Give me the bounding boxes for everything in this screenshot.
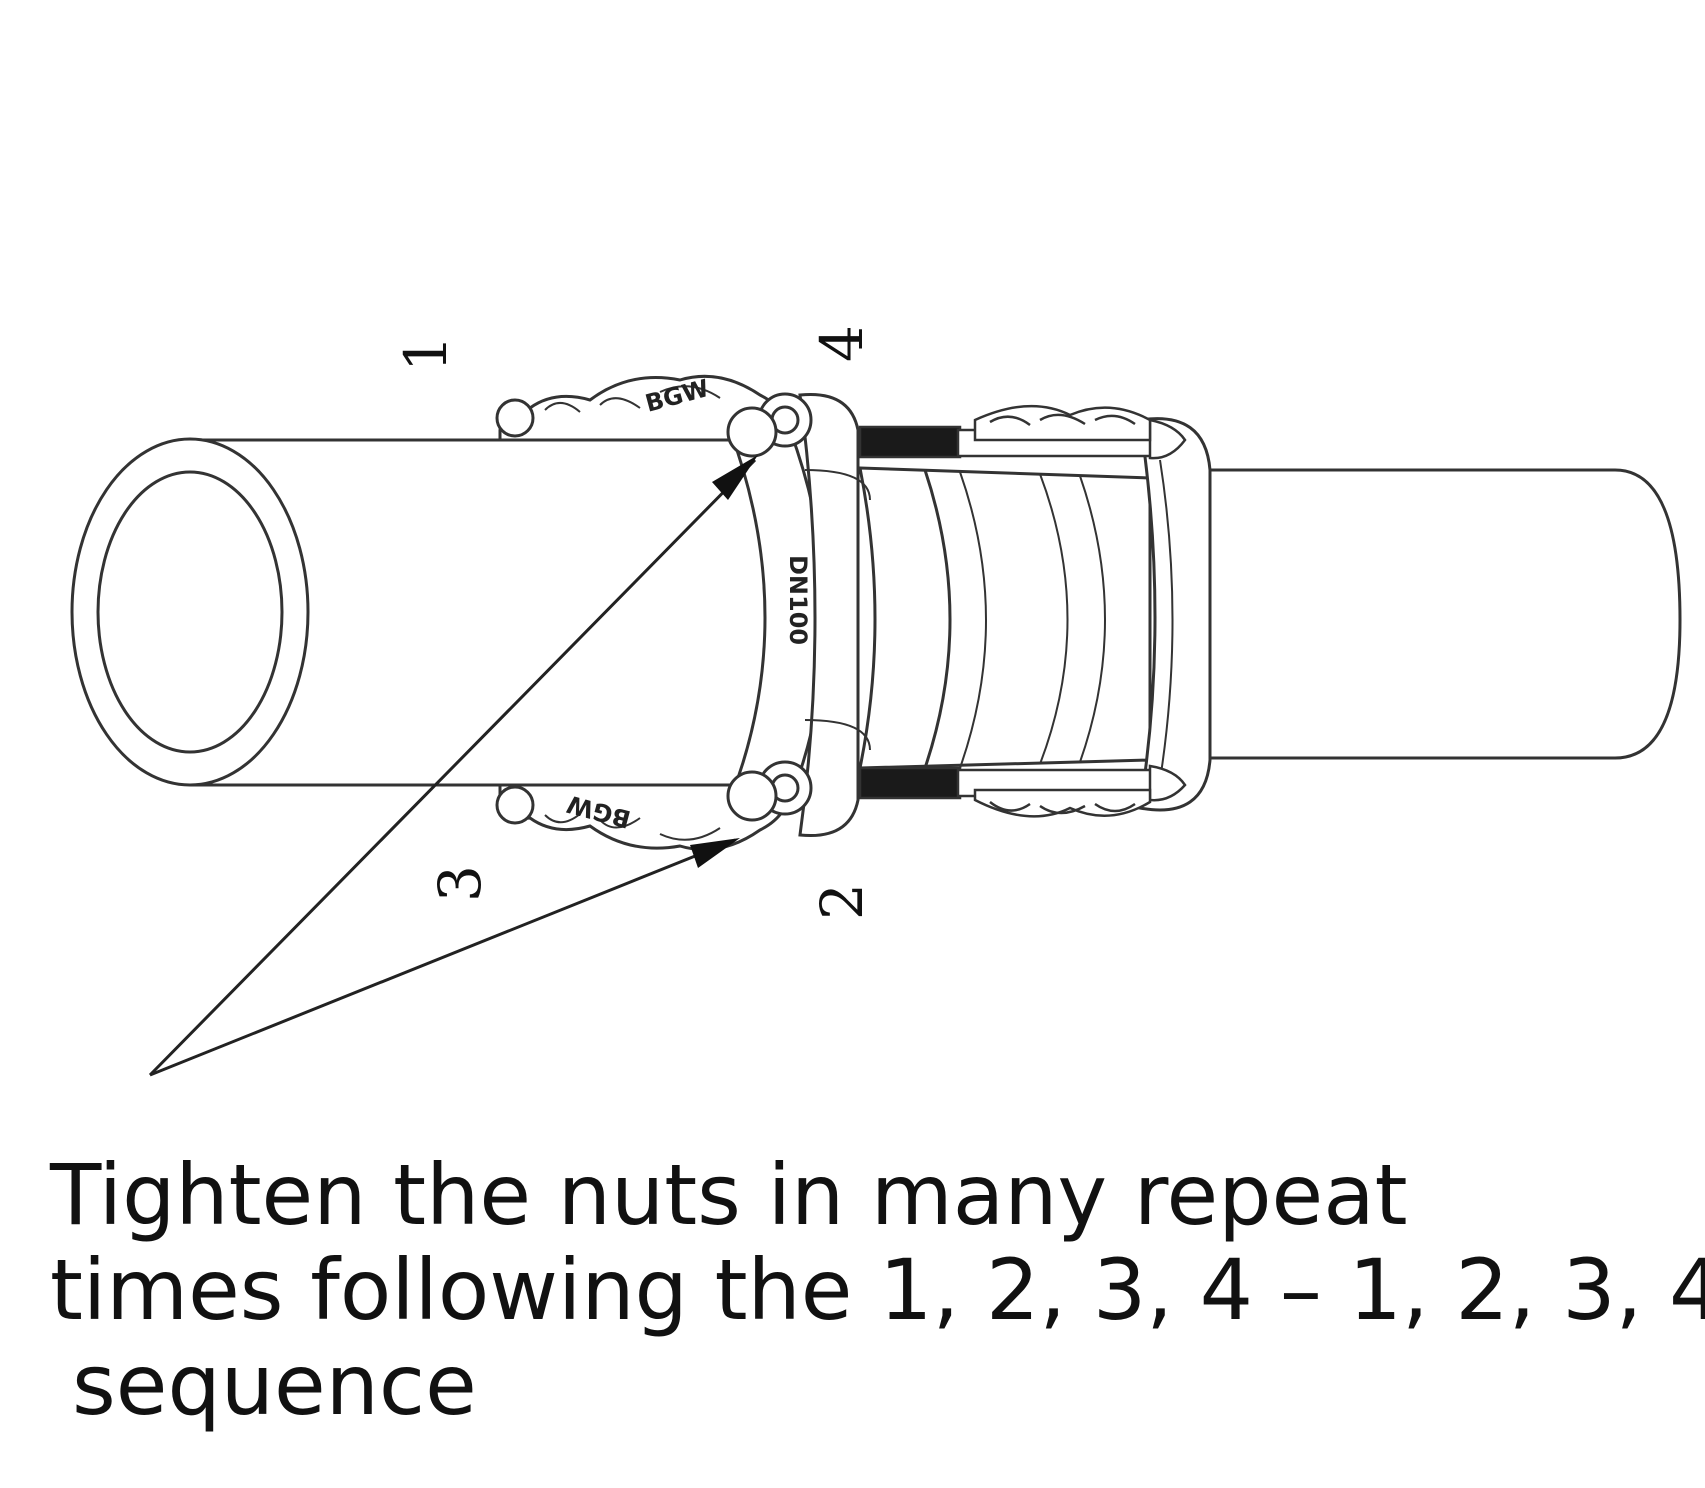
instruction-caption: Tighten the nuts in many repeat times fo…	[50, 1146, 1705, 1434]
left-pipe	[70, 437, 820, 787]
dn-stamp: DN100	[784, 555, 812, 645]
bolt-nuts	[495, 392, 813, 825]
leader-lines	[148, 458, 757, 1077]
right-pipe	[1208, 468, 1682, 760]
arrowhead-lower	[690, 838, 740, 868]
right-grip-segments	[973, 404, 1152, 818]
coupling-sleeve	[858, 466, 1152, 770]
arrowhead-upper	[712, 455, 758, 500]
caption-line-2: times following the 1, 2, 3, 4 – 1, 2, 3…	[50, 1240, 1705, 1339]
callout-1: 1	[392, 335, 460, 372]
right-flange	[1138, 417, 1212, 812]
caption-line-1: Tighten the nuts in many repeat	[50, 1146, 1408, 1244]
caption-line-3: sequence	[72, 1335, 477, 1434]
callout-4: 4	[808, 325, 876, 362]
left-collar	[498, 374, 871, 852]
callout-3: 3	[426, 865, 494, 902]
callout-2: 2	[808, 883, 876, 920]
arrowheads	[690, 455, 758, 868]
